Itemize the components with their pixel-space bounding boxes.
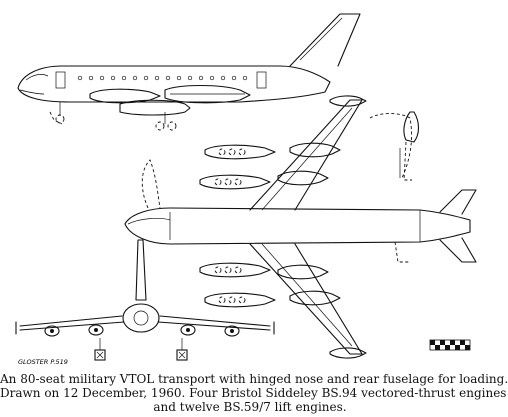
figure-caption: An 80-seat military VTOL transport with …	[0, 372, 508, 414]
caption-line-1: An 80-seat military VTOL transport with …	[0, 372, 508, 386]
cabin-windows	[77, 75, 248, 81]
caption-line-3: and twelve BS.59/7 lift engines.	[153, 400, 347, 414]
drawing-label: GLOSTER P.519	[18, 358, 68, 366]
scale-bar	[429, 339, 471, 351]
caption-line-2: Drawn on 12 December, 1960. Four Bristol…	[0, 386, 507, 400]
plan-view	[124, 95, 477, 359]
front-engines	[44, 324, 240, 337]
engine-pods-lower	[199, 262, 367, 359]
side-view	[17, 13, 361, 131]
front-view	[15, 239, 275, 361]
engine-pods-upper	[199, 95, 367, 190]
three-view-drawing: GLOSTER P.519	[15, 13, 477, 366]
tail-section	[369, 111, 420, 181]
